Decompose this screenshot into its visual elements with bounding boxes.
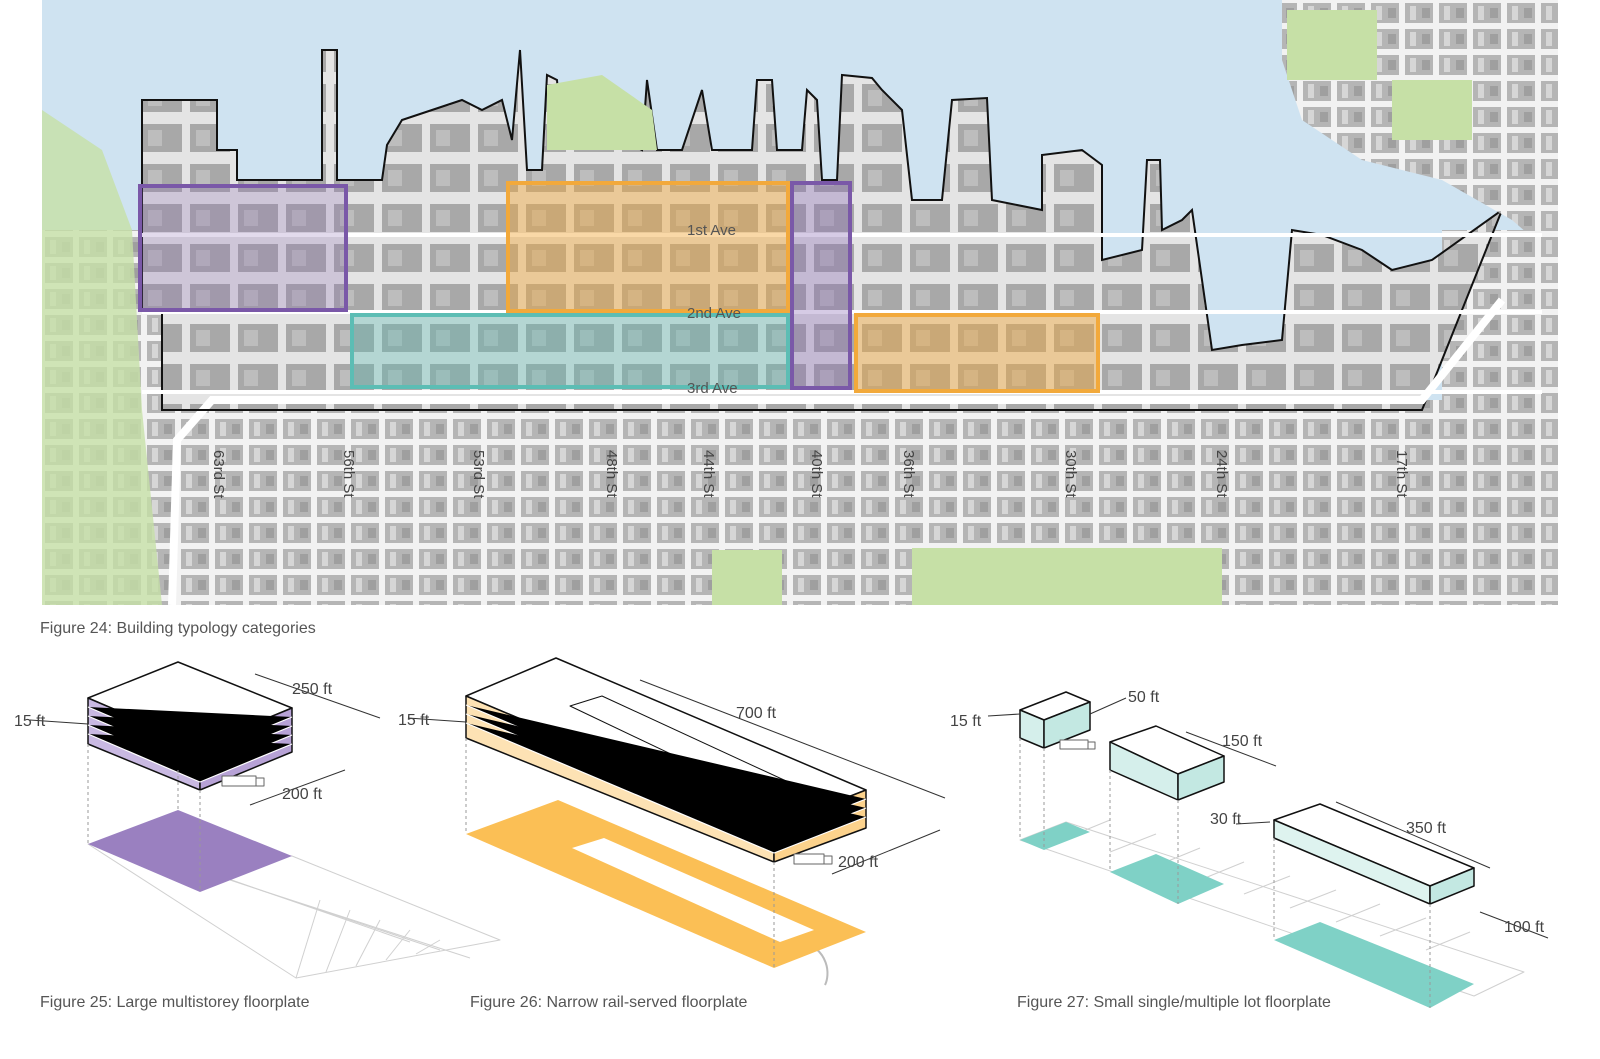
park [1392, 80, 1472, 140]
park [1287, 10, 1377, 80]
highway [168, 297, 1506, 605]
street-label: 48th St [603, 450, 620, 498]
avenue-label-2nd: 2nd Ave [687, 305, 741, 322]
zone-rail-served-south [854, 313, 1100, 393]
dim-height: 15 ft [14, 713, 46, 730]
dim-length: 700 ft [736, 705, 777, 722]
dim-length: 250 ft [292, 681, 333, 698]
street-label: 44th St [700, 450, 717, 498]
park [547, 75, 657, 150]
street-label: 56th St [340, 450, 357, 498]
mid-building-right [1177, 755, 1225, 801]
figure-25-diagram: 15 ft 250 ft 200 ft [14, 661, 501, 979]
zone-multistorey-west [138, 184, 348, 312]
street-label: 30th St [1062, 450, 1079, 498]
dim-mid-length: 150 ft [1222, 733, 1263, 750]
small-building-right [1043, 701, 1091, 749]
map-canvas: 1st Ave 2nd Ave 3rd Ave 63rd St 56th St … [42, 0, 1558, 605]
street-label: 63rd St [210, 450, 227, 499]
figure-24-caption: Figure 24: Building typology categories [40, 620, 316, 637]
zone-rail-served-north [506, 181, 790, 313]
dim-small-length: 50 ft [1128, 689, 1160, 706]
street-label: 53rd St [470, 450, 487, 499]
long-building-right [1429, 867, 1475, 905]
dim-mid-height: 30 ft [1210, 811, 1242, 828]
dim-width: 200 ft [282, 786, 323, 803]
figure-26-caption: Figure 26: Narrow rail-served floorplate [470, 994, 748, 1011]
figure-26-diagram: 15 ft 700 ft 200 ft [398, 657, 946, 986]
dim-height: 15 ft [398, 712, 430, 729]
footprint-long [1274, 922, 1474, 1008]
figure-27-caption: Figure 27: Small single/multiple lot flo… [1017, 994, 1331, 1011]
footprint-small [1020, 822, 1090, 850]
footprint-mid [1110, 854, 1224, 904]
figure-25-caption: Figure 25: Large multistorey floorplate [40, 994, 310, 1011]
park [42, 110, 162, 605]
dim-width: 100 ft [1504, 919, 1545, 936]
waterfront-land [141, 49, 1505, 411]
avenue-label-3rd: 3rd Ave [687, 380, 738, 397]
street-label: 40th St [808, 450, 825, 498]
footprint-multistorey [88, 810, 292, 892]
truck-icon [221, 775, 265, 787]
avenue-label-1st: 1st Ave [687, 222, 736, 239]
dim-long-length: 350 ft [1406, 820, 1447, 837]
ground-grid [1019, 819, 1525, 997]
street-labels: 63rd St 56th St 53rd St 48th St 44th St … [210, 450, 1410, 499]
figure-27-diagram: 15 ft 50 ft 150 ft 30 ft 350 ft 100 ft [950, 689, 1549, 1008]
street-label: 36th St [900, 450, 917, 498]
zone-small-lot [350, 313, 790, 389]
neighborhood-blocks [42, 400, 1558, 605]
truck-icon [1059, 739, 1096, 750]
park [712, 550, 782, 605]
dim-width: 200 ft [838, 854, 879, 871]
dim-height: 15 ft [950, 713, 982, 730]
typology-map: 1st Ave 2nd Ave 3rd Ave 63rd St 56th St … [42, 0, 1558, 605]
street-label: 24th St [1213, 450, 1230, 498]
park [912, 548, 1222, 605]
isometric-figures: 15 ft 250 ft 200 ft 15 ft 700 ft 200 ft [14, 657, 1549, 1008]
truck-icon [793, 853, 833, 865]
street-label: 17th St [1393, 450, 1410, 498]
zone-multistorey-center [790, 181, 852, 390]
